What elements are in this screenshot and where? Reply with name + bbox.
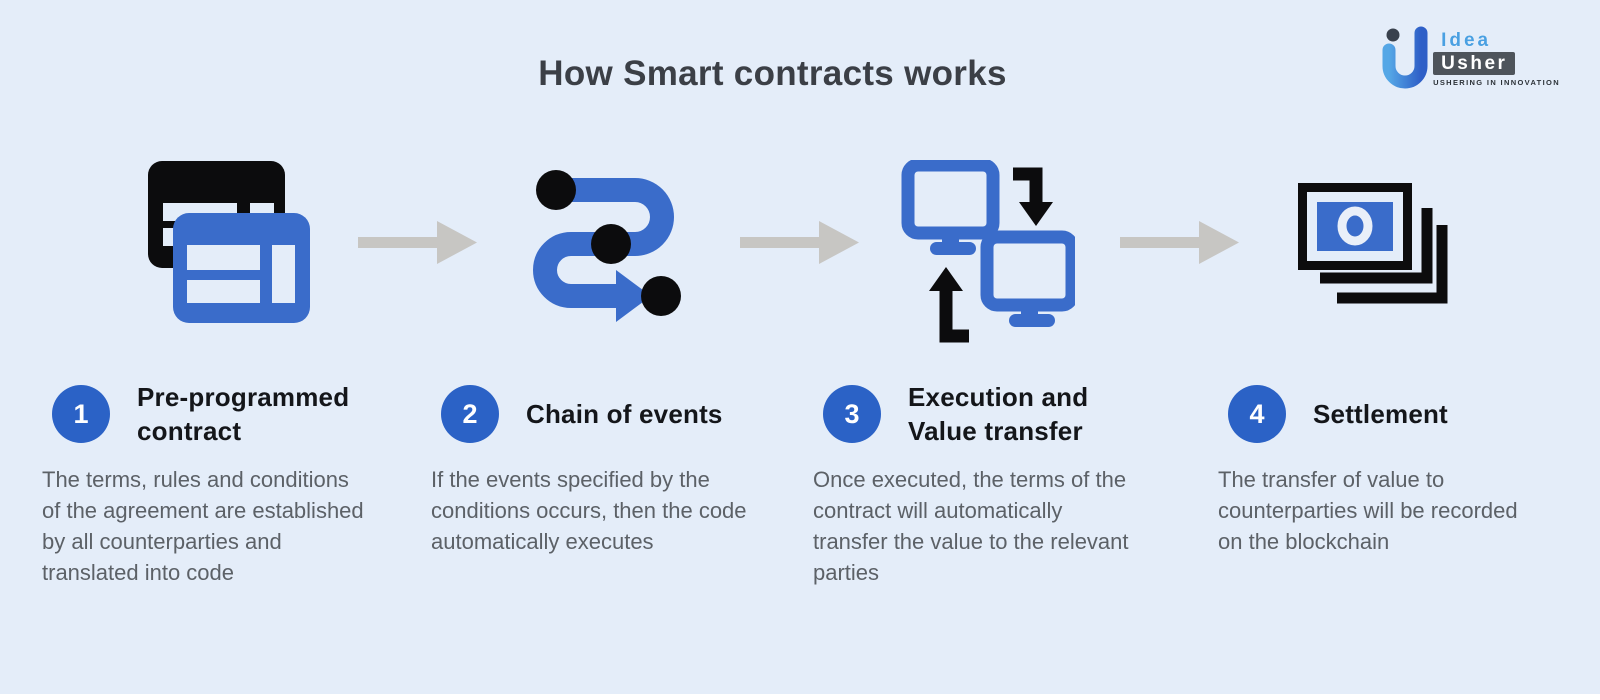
computers-transfer-icon bbox=[901, 160, 1075, 343]
logo-text: Idea Usher USHERING IN INNOVATION bbox=[1433, 26, 1560, 87]
bottom-strip bbox=[0, 694, 1600, 700]
flow-arrow-icon bbox=[358, 221, 477, 264]
step-number-badge: 1 bbox=[52, 385, 110, 443]
step-3: 3 Execution and Value transfer Once exec… bbox=[813, 370, 1195, 588]
page-title: How Smart contracts works bbox=[538, 54, 1007, 93]
step-1: 1 Pre-programmed contract The terms, rul… bbox=[42, 370, 424, 588]
flow-arrow-icon bbox=[1120, 221, 1239, 264]
flow-arrow-icon bbox=[740, 221, 859, 264]
step-number-badge: 2 bbox=[441, 385, 499, 443]
step-4: 4 Settlement The transfer of value to co… bbox=[1218, 370, 1600, 557]
event-route-icon bbox=[533, 170, 681, 322]
logo-tagline: USHERING IN INNOVATION bbox=[1433, 78, 1560, 87]
step-2: 2 Chain of events If the events specifie… bbox=[431, 370, 813, 557]
monitor-top-left bbox=[901, 160, 1000, 255]
step-header: 2 Chain of events bbox=[431, 370, 813, 458]
step-title: Settlement bbox=[1313, 399, 1448, 429]
arrow-down bbox=[1013, 167, 1053, 226]
banknotes-stack-icon bbox=[1298, 183, 1448, 304]
front-document-card bbox=[173, 213, 310, 323]
idea-usher-logo-icon bbox=[1382, 26, 1428, 89]
contract-documents-icon bbox=[148, 161, 310, 323]
step-number-badge: 3 bbox=[823, 385, 881, 443]
step-header: 4 Settlement bbox=[1218, 370, 1600, 458]
monitor-bottom-right bbox=[980, 230, 1075, 327]
brand-logo: Idea Usher USHERING IN INNOVATION bbox=[1380, 26, 1560, 90]
logo-brand-top: Idea bbox=[1441, 30, 1492, 51]
logo-brand-bottom: Usher bbox=[1433, 52, 1516, 75]
step-number-badge: 4 bbox=[1228, 385, 1286, 443]
step-description: The terms, rules and conditions of the a… bbox=[42, 467, 364, 585]
step-title: Execution and Value transfer bbox=[908, 382, 1089, 446]
step-header: 1 Pre-programmed contract bbox=[42, 370, 424, 458]
step-title: Chain of events bbox=[526, 399, 723, 429]
step-description: Once executed, the terms of the contract… bbox=[813, 467, 1129, 585]
step-description: If the events specified by the condition… bbox=[431, 467, 747, 554]
arrow-up bbox=[929, 267, 969, 343]
step-title: Pre-programmed contract bbox=[137, 382, 350, 446]
step-header: 3 Execution and Value transfer bbox=[813, 370, 1195, 458]
step-description: The transfer of value to counterparties … bbox=[1218, 467, 1518, 554]
